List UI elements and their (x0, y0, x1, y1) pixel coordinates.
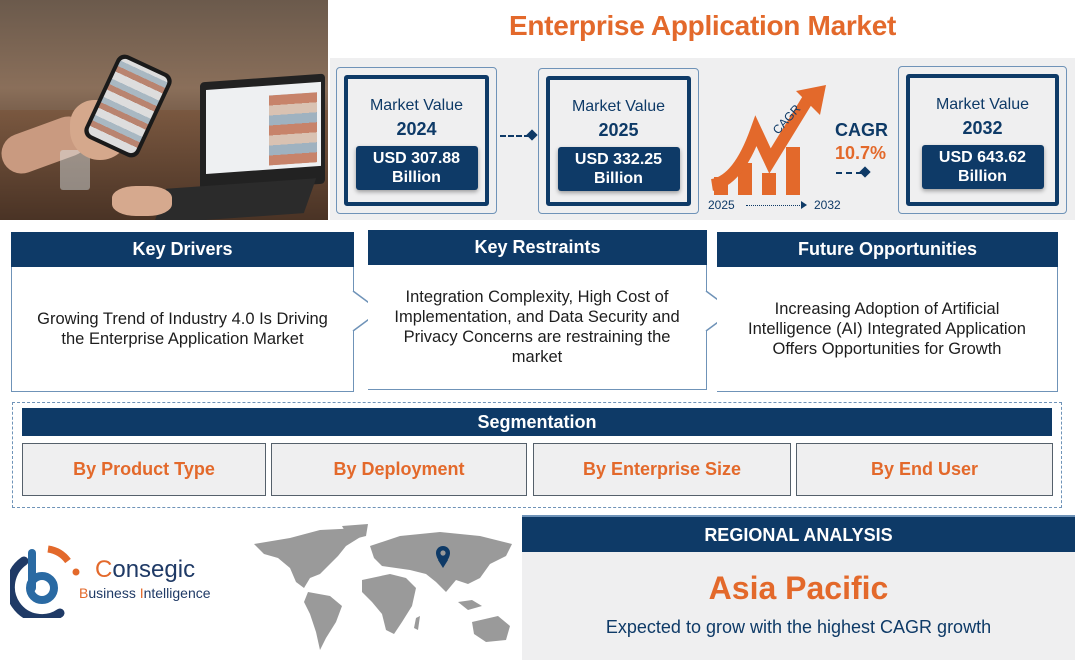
segmentation-heading: Segmentation (22, 408, 1052, 436)
regional-analysis-panel: Asia Pacific Expected to grow with the h… (522, 552, 1075, 660)
cagr-start-year: 2025 (708, 198, 735, 212)
key-drivers-box: Key Drivers Growing Trend of Industry 4.… (11, 232, 354, 392)
value-text: USD 643.62 (938, 149, 1027, 166)
cagr-end-year: 2032 (814, 198, 841, 212)
key-restraints-text: Integration Complexity, High Cost of Imp… (368, 265, 707, 390)
logo-tagline-mid: usiness (88, 585, 140, 601)
key-restraints-box: Key Restraints Integration Complexity, H… (368, 230, 707, 390)
key-drivers-heading: Key Drivers (11, 232, 354, 267)
future-opportunities-box: Future Opportunities Increasing Adoption… (717, 232, 1058, 392)
logo-letter-i: I (139, 585, 144, 601)
logo-tagline: Business Intelligence (79, 585, 211, 601)
regional-analysis-heading: REGIONAL ANALYSIS (522, 515, 1075, 552)
cagr-label: CAGR (835, 120, 888, 140)
unit-text: Billion (958, 168, 1007, 185)
connector-dotted-line (500, 135, 530, 137)
unit-text: Billion (392, 169, 441, 186)
world-map-icon (254, 524, 512, 650)
segment-by-product-type: By Product Type (22, 443, 266, 496)
region-description: Expected to grow with the highest CAGR g… (605, 617, 992, 637)
cagr-year-arrow-line (746, 205, 802, 206)
photo-glass (60, 150, 90, 190)
market-value-card-2024: Market Value 2024 USD 307.88 Billion (336, 67, 497, 214)
market-value-year: 2025 (598, 120, 639, 140)
market-value-amount: USD 307.88 Billion (355, 146, 478, 190)
market-value-label: Market Value (935, 96, 1030, 113)
leading-region: Asia Pacific (708, 570, 889, 606)
unit-text: Billion (594, 170, 643, 187)
logo-tagline-rest: ntelligence (143, 585, 211, 601)
page-title: Enterprise Application Market (508, 10, 897, 41)
location-pin-icon (436, 546, 450, 568)
value-text: USD 332.25 (574, 151, 663, 168)
segment-by-deployment: By Deployment (271, 443, 527, 496)
photo-typing-hand (112, 186, 172, 216)
key-restraints-heading: Key Restraints (368, 230, 707, 265)
segment-by-enterprise-size: By Enterprise Size (533, 443, 791, 496)
segmentation-frame (12, 402, 1062, 508)
cagr-arrow-head-icon (801, 201, 807, 209)
market-value-amount: USD 332.25 Billion (557, 147, 680, 191)
market-value-card-2025: Market Value 2025 USD 332.25 Billion (538, 68, 699, 214)
market-value-amount: USD 643.62 Billion (921, 145, 1044, 189)
future-opportunities-text: Increasing Adoption of Artificial Intell… (717, 267, 1058, 392)
value-text: USD 307.88 (372, 150, 461, 167)
logo-letter-b: B (79, 585, 89, 601)
future-opportunities-heading: Future Opportunities (717, 232, 1058, 267)
market-value-label: Market Value (369, 97, 464, 114)
logo-name-rest: onsegic (112, 556, 196, 583)
market-value-year: 2032 (962, 118, 1003, 138)
consegic-logo-icon (10, 545, 80, 618)
market-value-card-2032: Market Value 2032 USD 643.62 Billion (898, 66, 1067, 214)
cagr-value: 10.7% (835, 143, 887, 163)
hero-photo (0, 0, 328, 220)
segment-by-end-user: By End User (796, 443, 1053, 496)
logo-letter-c: C (95, 556, 113, 583)
key-drivers-text: Growing Trend of Industry 4.0 Is Driving… (11, 267, 354, 392)
photo-laptop (153, 73, 325, 220)
logo-name: Consegic (95, 556, 195, 584)
market-value-year: 2024 (396, 119, 437, 139)
market-value-label: Market Value (571, 98, 666, 115)
cagr-growth-chart-icon: CAGR (710, 85, 826, 195)
cagr-dotted-line (836, 172, 862, 174)
